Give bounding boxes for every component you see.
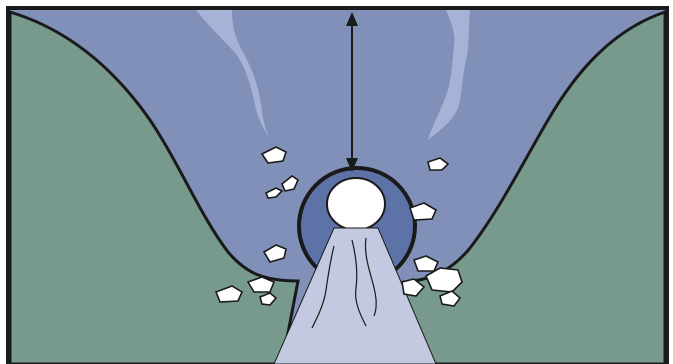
pipe-outlet: [327, 178, 385, 230]
